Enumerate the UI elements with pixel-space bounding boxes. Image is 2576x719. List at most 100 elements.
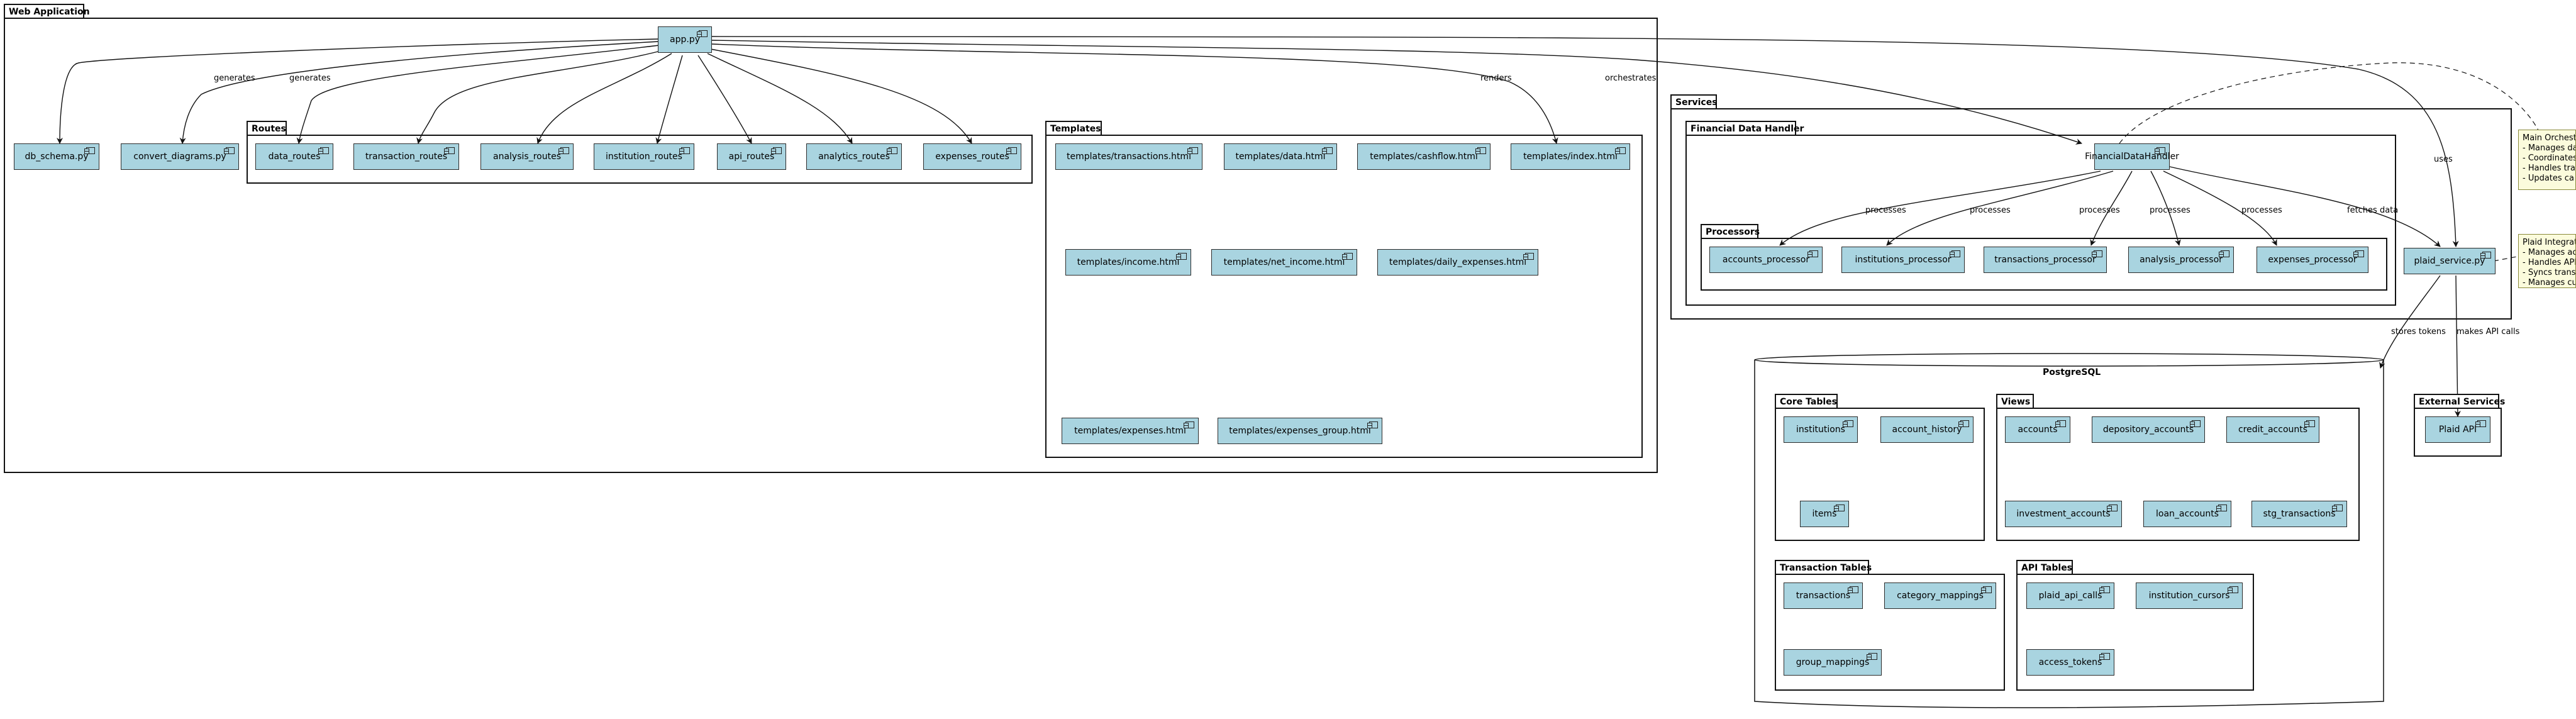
component-tpl-net-income[interactable]: templates/net_income.html: [1211, 249, 1357, 276]
package-external-services-label: External Services: [2419, 397, 2506, 407]
component-label: stg_transactions: [2263, 509, 2336, 519]
component-label: FinancialDataHandler: [2085, 152, 2179, 162]
component-label: expenses_routes: [935, 152, 1009, 162]
package-processors: [1701, 238, 2387, 291]
component-icon: [1807, 250, 1818, 257]
package-transaction-tables-label: Transaction Tables: [1780, 563, 1872, 573]
component-expenses-processor[interactable]: expenses_processor: [2257, 247, 2368, 273]
package-core-tables: [1775, 408, 1985, 541]
component-credit-accounts[interactable]: credit_accounts: [2226, 416, 2319, 443]
edge-label-stores-tokens: stores tokens: [2391, 327, 2446, 337]
component-category-mappings[interactable]: category_mappings: [1884, 582, 1996, 609]
component-institutions[interactable]: institutions: [1784, 416, 1858, 443]
package-services-tab: Services: [1670, 94, 1718, 108]
component-icon: [2190, 420, 2201, 427]
component-institution-cursors[interactable]: institution_cursors: [2136, 582, 2243, 609]
component-tpl-data[interactable]: templates/data.html: [1224, 143, 1337, 170]
component-data-routes[interactable]: data_routes: [255, 143, 333, 170]
component-icon: [84, 147, 95, 154]
component-icon: [1848, 586, 1858, 593]
component-icon: [1187, 147, 1198, 154]
component-icon: [2055, 420, 2066, 427]
component-icon: [224, 147, 235, 154]
component-label: items: [1812, 509, 1837, 519]
edge-label-makes-api-calls: makes API calls: [2457, 327, 2520, 337]
component-icon: [771, 147, 782, 154]
component-label: institution_cursors: [2148, 591, 2230, 601]
component-loan-accounts[interactable]: loan_accounts: [2143, 501, 2231, 527]
component-tpl-income[interactable]: templates/income.html: [1065, 249, 1191, 276]
package-external-services-tab: External Services: [2414, 394, 2505, 408]
component-app-py[interactable]: app.py: [658, 26, 712, 53]
component-icon: [1523, 253, 1534, 260]
edge-app-api-routes: [697, 55, 752, 144]
edge-app-index: [711, 43, 1558, 144]
component-account-history[interactable]: account_history: [1880, 416, 1974, 443]
component-items[interactable]: items: [1800, 501, 1849, 527]
component-stg-transactions[interactable]: stg_transactions: [2251, 501, 2347, 527]
package-processors-tab: Processors: [1701, 224, 1760, 238]
component-label: institutions: [1796, 425, 1845, 435]
package-views-label: Views: [2001, 397, 2031, 407]
note-link-plaid-integration: [2493, 256, 2518, 262]
component-tpl-index[interactable]: templates/index.html: [1511, 143, 1630, 170]
component-institution-routes[interactable]: institution_routes: [594, 143, 694, 170]
component-icon: [2475, 420, 2486, 427]
edge-app-analytics-routes: [707, 53, 853, 144]
component-transactions[interactable]: transactions: [1784, 582, 1863, 609]
component-db-schema[interactable]: db_schema.py: [14, 143, 99, 170]
component-tpl-transactions[interactable]: templates/transactions.html: [1055, 143, 1202, 170]
component-accounts[interactable]: accounts: [2005, 416, 2070, 443]
component-expenses-routes[interactable]: expenses_routes: [923, 143, 1021, 170]
component-label: category_mappings: [1897, 591, 1984, 601]
component-label: templates/transactions.html: [1067, 152, 1191, 162]
component-icon: [1006, 147, 1017, 154]
component-icon: [1342, 253, 1353, 260]
component-icon: [1950, 250, 1960, 257]
component-label: templates/index.html: [1523, 152, 1618, 162]
package-api-tables-label: API Tables: [2021, 563, 2073, 573]
package-core-tables-label: Core Tables: [1780, 397, 1838, 407]
component-accounts-processor[interactable]: accounts_processor: [1709, 247, 1823, 273]
component-label: templates/net_income.html: [1223, 257, 1345, 267]
component-analytics-routes[interactable]: analytics_routes: [806, 143, 902, 170]
component-label: templates/expenses_group.html: [1229, 426, 1371, 436]
component-tpl-cashflow[interactable]: templates/cashflow.html: [1357, 143, 1491, 170]
component-convert-diagrams[interactable]: convert_diagrams.py: [121, 143, 239, 170]
postgres-cylinder: [1754, 353, 2384, 708]
component-label: transactions_processor: [1994, 255, 2096, 265]
edge-fdh-accounts: [1779, 170, 2101, 246]
edge-app-transaction-routes: [416, 50, 663, 144]
component-icon: [887, 147, 897, 154]
component-api-routes[interactable]: api_routes: [717, 143, 786, 170]
component-access-tokens[interactable]: access_tokens: [2026, 649, 2114, 676]
component-icon: [2216, 504, 2227, 511]
component-plaid-api[interactable]: Plaid API: [2425, 416, 2490, 443]
edge-label-generates-1: generates: [214, 74, 255, 83]
component-label: account_history: [1892, 425, 1962, 435]
component-plaid-service[interactable]: plaid_service.py: [2404, 248, 2496, 274]
component-tpl-daily-expenses[interactable]: templates/daily_expenses.html: [1377, 249, 1538, 276]
component-investment-accounts[interactable]: investment_accounts: [2005, 501, 2122, 527]
component-tpl-expenses-group[interactable]: templates/expenses_group.html: [1218, 418, 1382, 444]
edge-fdh-institutions: [1886, 170, 2114, 246]
component-institutions-processor[interactable]: institutions_processor: [1841, 247, 1965, 273]
edge-label-orchestrates: orchestrates: [1605, 74, 1657, 83]
component-icon: [1615, 147, 1626, 154]
component-transaction-routes[interactable]: transaction_routes: [353, 143, 459, 170]
component-label: app.py: [670, 35, 700, 45]
component-analysis-routes[interactable]: analysis_routes: [480, 143, 574, 170]
component-group-mappings[interactable]: group_mappings: [1784, 649, 1882, 676]
component-depository-accounts[interactable]: depository_accounts: [2092, 416, 2205, 443]
component-label: Plaid API: [2438, 425, 2477, 435]
component-tpl-expenses[interactable]: templates/expenses.html: [1062, 418, 1199, 444]
component-financial-data-handler[interactable]: FinancialDataHandler: [2085, 143, 2179, 170]
component-icon: [2099, 586, 2110, 593]
package-api-tables: [2016, 574, 2254, 691]
package-api-tables-tab: API Tables: [2016, 560, 2073, 574]
component-transactions-processor[interactable]: transactions_processor: [1984, 247, 2107, 273]
edge-plaid-postgres: [2379, 275, 2441, 369]
component-analysis-processor[interactable]: analysis_processor: [2128, 247, 2234, 273]
component-plaid-api-calls[interactable]: plaid_api_calls: [2026, 582, 2114, 609]
component-label: investment_accounts: [2016, 509, 2111, 519]
